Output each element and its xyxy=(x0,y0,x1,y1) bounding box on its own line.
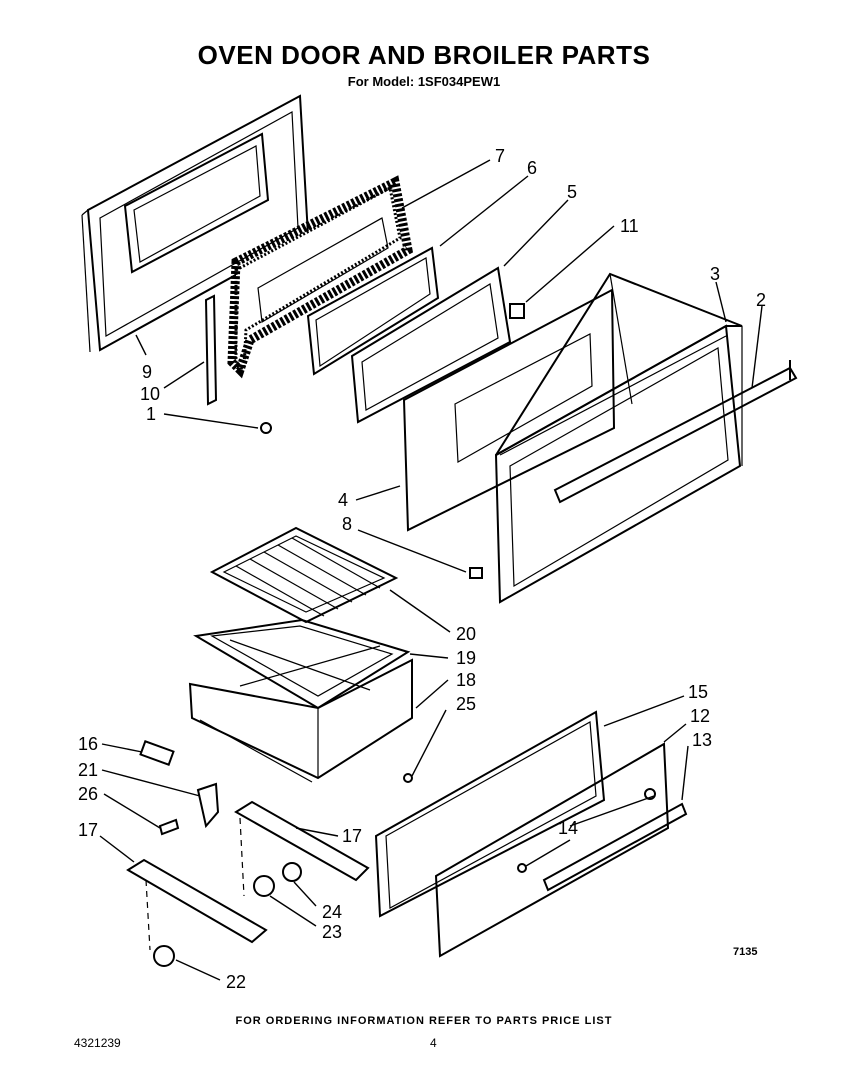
leader-lines xyxy=(99,159,763,981)
part-label-10: 10 xyxy=(140,384,160,404)
bracket-11 xyxy=(509,303,525,319)
part-label-22: 22 xyxy=(226,972,246,992)
bushing-22 xyxy=(153,945,175,967)
part-label-9: 9 xyxy=(142,362,152,382)
page-number: 4 xyxy=(430,1036,437,1050)
screw-1 xyxy=(260,422,272,434)
part-label-23: 23 xyxy=(322,922,342,942)
part-label-26: 26 xyxy=(78,784,98,804)
part-label-6: 6 xyxy=(527,158,537,178)
inner-glass-frame xyxy=(306,246,440,376)
part-label-24: 24 xyxy=(322,902,342,922)
document-number: 4321239 xyxy=(74,1036,121,1050)
page-title: OVEN DOOR AND BROILER PARTS xyxy=(197,40,651,70)
door-gasket xyxy=(227,175,414,379)
part-label-12: 12 xyxy=(690,706,710,726)
clip-14b xyxy=(517,863,527,873)
part-label-1: 1 xyxy=(146,404,156,424)
part-label-25: 25 xyxy=(456,694,476,714)
bracket-17-right xyxy=(234,800,370,882)
part-label-20: 20 xyxy=(456,624,476,644)
broiler-pan xyxy=(193,618,411,710)
clip-8 xyxy=(469,567,483,579)
bushing-24 xyxy=(282,862,302,882)
part-label-11: 11 xyxy=(620,216,639,236)
bushing-23 xyxy=(253,875,275,897)
part-16 xyxy=(139,740,175,766)
part-label-5: 5 xyxy=(567,182,577,202)
part-label-2: 2 xyxy=(756,290,766,310)
screw-26 xyxy=(158,818,180,836)
part-label-7: 7 xyxy=(495,146,505,166)
broiler-grid xyxy=(209,526,399,624)
broiler-drawer-front xyxy=(434,742,688,958)
part-label-8: 8 xyxy=(342,514,352,534)
part-label-4: 4 xyxy=(338,490,348,510)
model-subtitle: For Model: 1SF034PEW1 xyxy=(347,74,501,89)
ordering-note: FOR ORDERING INFORMATION REFER TO PARTS … xyxy=(235,1015,613,1027)
mount-line-b xyxy=(145,879,151,951)
part-label-16: 16 xyxy=(78,734,98,754)
part-label-14: 14 xyxy=(558,818,578,838)
clip-14a xyxy=(644,788,656,800)
part-label-13: 13 xyxy=(692,730,712,750)
door-outer-frame xyxy=(494,272,743,604)
glass-retainer xyxy=(350,266,512,424)
clip-25 xyxy=(403,773,413,783)
diagram-code: 7135 xyxy=(733,946,758,958)
part-label-17-right: 17 xyxy=(342,826,362,846)
door-hinge-strip xyxy=(204,294,218,406)
part-label-3: 3 xyxy=(710,264,720,284)
bracket-17-left xyxy=(126,858,268,944)
outer-glass xyxy=(402,288,616,532)
part-label-21: 21 xyxy=(78,760,98,780)
broiler-pan-support xyxy=(188,658,413,783)
part-label-19: 19 xyxy=(456,648,476,668)
broiler-drawer-panel xyxy=(374,710,606,918)
part-label-17-left: 17 xyxy=(78,820,98,840)
mount-line-a xyxy=(239,817,245,897)
part-21 xyxy=(196,782,220,829)
door-handle xyxy=(553,360,798,504)
part-label-18: 18 xyxy=(456,670,476,690)
part-label-15: 15 xyxy=(688,682,708,702)
